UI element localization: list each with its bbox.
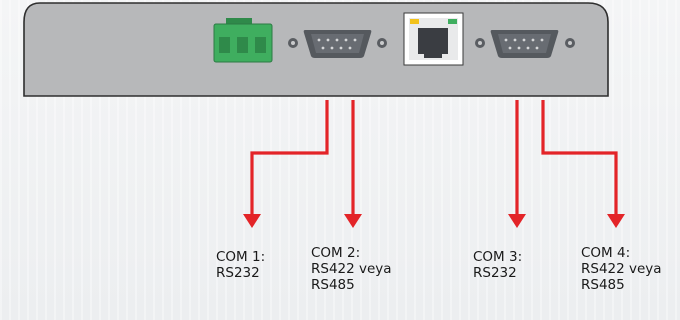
ethernet-port xyxy=(403,12,464,66)
com3-name: COM 3: xyxy=(473,249,523,265)
com4-label: COM 4: RS422 veya RS485 xyxy=(581,245,662,293)
com4-standard-line2: RS485 xyxy=(581,277,625,293)
com3-standard: RS232 xyxy=(473,265,517,281)
com1-standard: RS232 xyxy=(216,265,260,281)
com2-name: COM 2: xyxy=(311,245,361,261)
com4-standard: RS422 veya xyxy=(581,261,662,277)
com2-standard-line2: RS485 xyxy=(311,277,355,293)
power-terminal-block xyxy=(213,18,273,63)
com1-label: COM 1: RS232 xyxy=(216,249,265,281)
com2-standard: RS422 veya xyxy=(311,261,392,277)
arrow-line-com1 xyxy=(250,100,329,217)
com2-label: COM 2: RS422 veya RS485 xyxy=(311,245,392,293)
db9-connector-right xyxy=(475,30,575,58)
arrow-head-com2 xyxy=(344,214,362,228)
arrow-line-com4 xyxy=(541,100,618,217)
arrow-head-com3 xyxy=(508,214,526,228)
db9-connector-left xyxy=(288,30,387,58)
arrow-head-com4 xyxy=(607,214,625,228)
com3-label: COM 3: RS232 xyxy=(473,249,522,281)
com4-name: COM 4: xyxy=(581,245,631,261)
com1-name: COM 1: xyxy=(216,249,266,265)
arrow-head-com1 xyxy=(243,214,261,228)
